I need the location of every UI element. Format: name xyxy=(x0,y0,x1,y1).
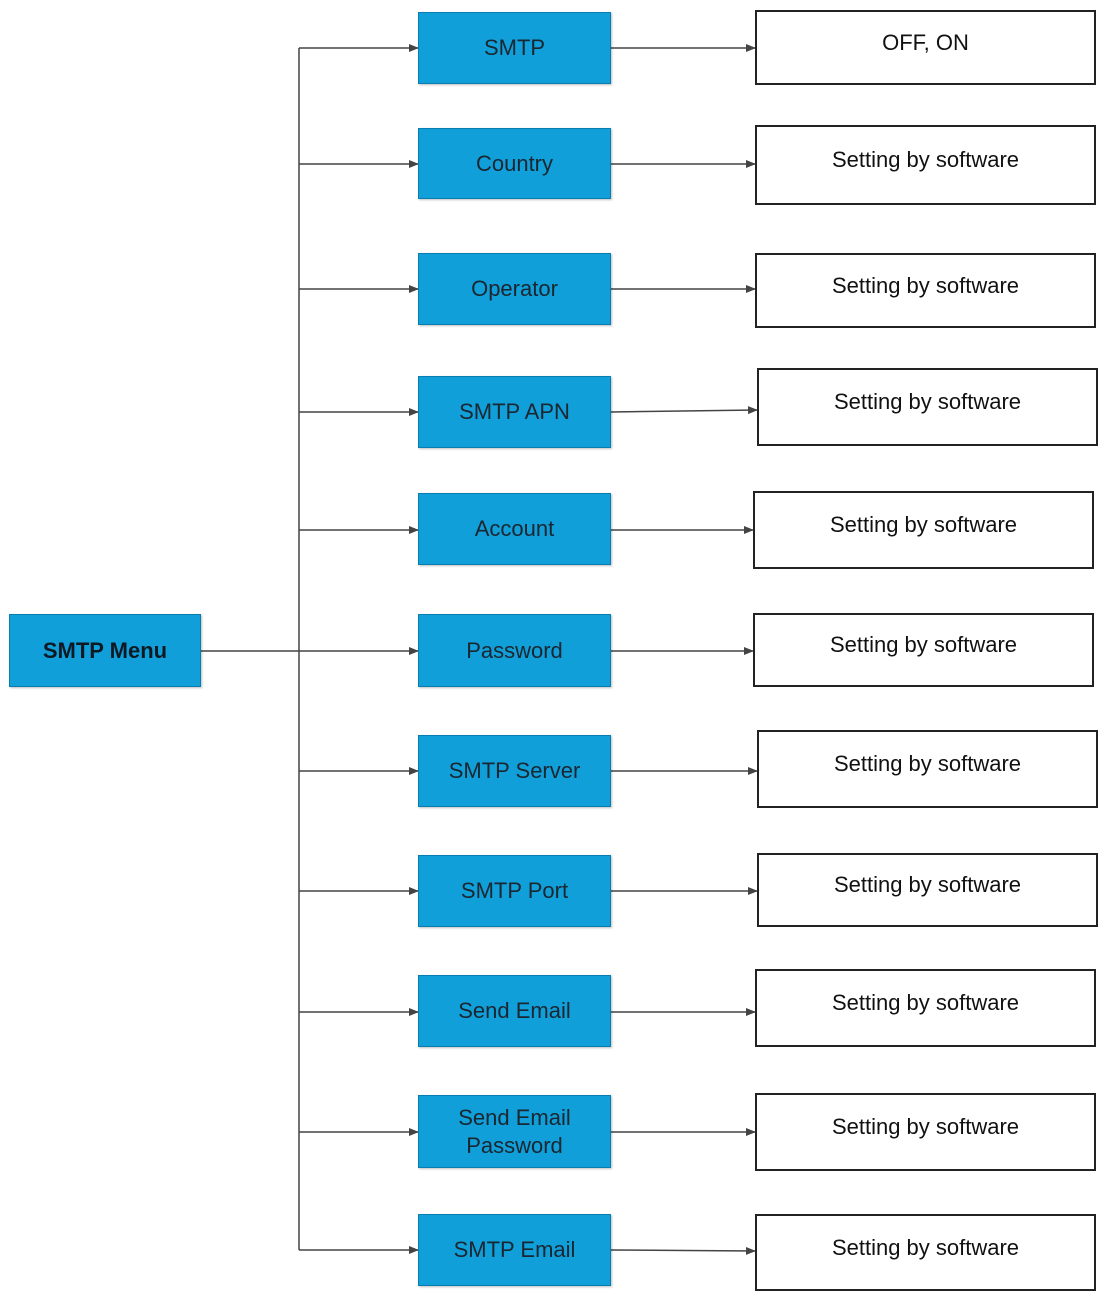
menu-item-operator: Operator xyxy=(418,253,611,325)
value-box-password: Setting by software xyxy=(753,613,1094,687)
menu-item-password: Password xyxy=(418,614,611,687)
value-arrow xyxy=(610,406,758,415)
value-label: Setting by software xyxy=(829,632,1018,657)
menu-item-label: SMTP Server xyxy=(448,758,581,783)
menu-item-label: Operator xyxy=(471,276,558,301)
value-label: Setting by software xyxy=(831,990,1020,1015)
menu-item-label: SMTP xyxy=(483,35,546,60)
value-box-smtp-port: Setting by software xyxy=(757,853,1098,927)
value-box-operator: Setting by software xyxy=(755,253,1096,328)
value-box-account: Setting by software xyxy=(753,491,1094,569)
smtp-menu-root-box: SMTP Menu xyxy=(9,614,201,687)
menu-item-smtp: SMTP xyxy=(418,12,611,84)
menu-item-account: Account xyxy=(418,493,611,565)
menu-item-label: Account xyxy=(474,516,555,541)
value-box-smtp-email: Setting by software xyxy=(755,1214,1096,1291)
menu-item-smtp-apn: SMTP APN xyxy=(418,376,611,448)
value-label: Setting by software xyxy=(831,1114,1020,1139)
menu-item-send-email: Send Email xyxy=(418,975,611,1047)
value-box-smtp: OFF, ON xyxy=(755,10,1096,85)
value-box-smtp-apn: Setting by software xyxy=(757,368,1098,446)
value-label: OFF, ON xyxy=(882,29,969,55)
value-label: Setting by software xyxy=(833,751,1022,776)
menu-item-send-email-password: Send Email Password xyxy=(418,1095,611,1168)
value-box-send-email: Setting by software xyxy=(755,969,1096,1047)
menu-item-label: Send Email Password xyxy=(458,1104,571,1158)
value-arrow xyxy=(610,1246,756,1255)
menu-item-label: Send Email xyxy=(458,998,571,1023)
value-box-send-email-password: Setting by software xyxy=(755,1093,1096,1171)
value-box-country: Setting by software xyxy=(755,125,1096,205)
menu-item-country: Country xyxy=(418,128,611,199)
value-box-smtp-server: Setting by software xyxy=(757,730,1098,808)
menu-item-label: SMTP Email xyxy=(453,1237,576,1262)
root-label: SMTP Menu xyxy=(42,637,168,663)
value-label: Setting by software xyxy=(829,512,1018,537)
value-label: Setting by software xyxy=(831,272,1020,298)
menu-item-label: Password xyxy=(466,637,563,663)
value-label: Setting by software xyxy=(831,147,1020,172)
menu-item-label: SMTP APN xyxy=(459,399,570,424)
menu-item-label: SMTP Port xyxy=(460,878,569,903)
menu-item-smtp-email: SMTP Email xyxy=(418,1214,611,1286)
menu-item-smtp-port: SMTP Port xyxy=(418,855,611,927)
menu-item-label: Country xyxy=(475,150,554,176)
menu-item-smtp-server: SMTP Server xyxy=(418,735,611,807)
value-label: Setting by software xyxy=(833,872,1022,897)
value-label: Setting by software xyxy=(833,389,1022,414)
value-label: Setting by software xyxy=(831,1234,1020,1260)
